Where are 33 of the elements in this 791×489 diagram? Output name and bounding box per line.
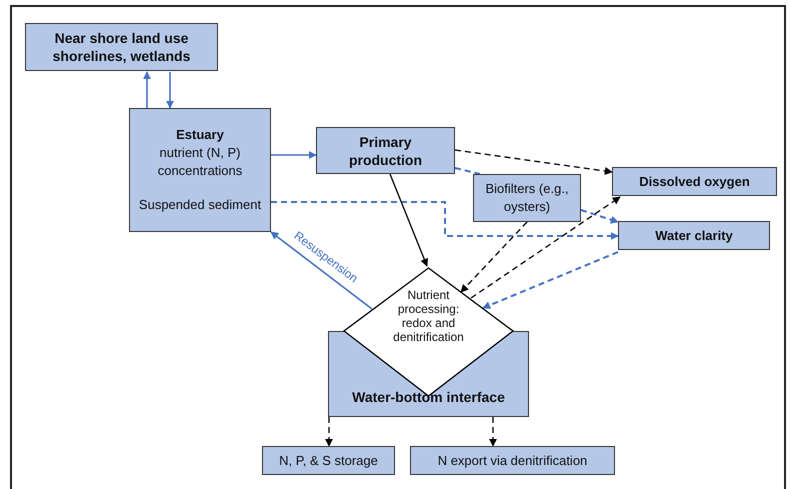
arrow [389, 174, 428, 267]
arrow [482, 251, 618, 309]
node-text: N export via denitrification [438, 452, 588, 470]
arrow [580, 209, 619, 224]
outcome-box [612, 167, 777, 196]
node-text: Nutrient processing: redox and denitrification [392, 288, 465, 344]
export-box [410, 446, 615, 475]
arrow [143, 71, 151, 108]
node-text: Biofilters (e.g., oysters) [484, 180, 570, 216]
node-text: N, P, & S storage [279, 452, 378, 470]
node-text: Primary production [348, 132, 424, 168]
arrow [489, 417, 497, 447]
node-text: Estuary [176, 126, 224, 144]
arrow [271, 201, 619, 240]
node-text: Near shore land use shorelines, wetlands [52, 29, 192, 65]
arrow [460, 222, 528, 293]
arrow [325, 417, 333, 447]
arrow [270, 231, 372, 310]
arrow [470, 196, 621, 299]
process-box [316, 127, 455, 174]
arrow [166, 72, 174, 109]
outcome-box [618, 221, 770, 250]
arrow [454, 149, 613, 175]
arrow [271, 151, 317, 159]
node-text: Water-bottom interface [352, 388, 505, 407]
node-text: Suspended sediment [138, 196, 262, 214]
node-text: Dissolved oxygen [639, 172, 750, 190]
biofilter-box [473, 174, 581, 222]
storage-box [262, 446, 395, 475]
node-text: nutrient (N, P) concentrations [156, 144, 244, 180]
estuary-box [129, 108, 271, 232]
land-use-box [25, 23, 218, 71]
node-text: Water clarity [655, 226, 733, 244]
